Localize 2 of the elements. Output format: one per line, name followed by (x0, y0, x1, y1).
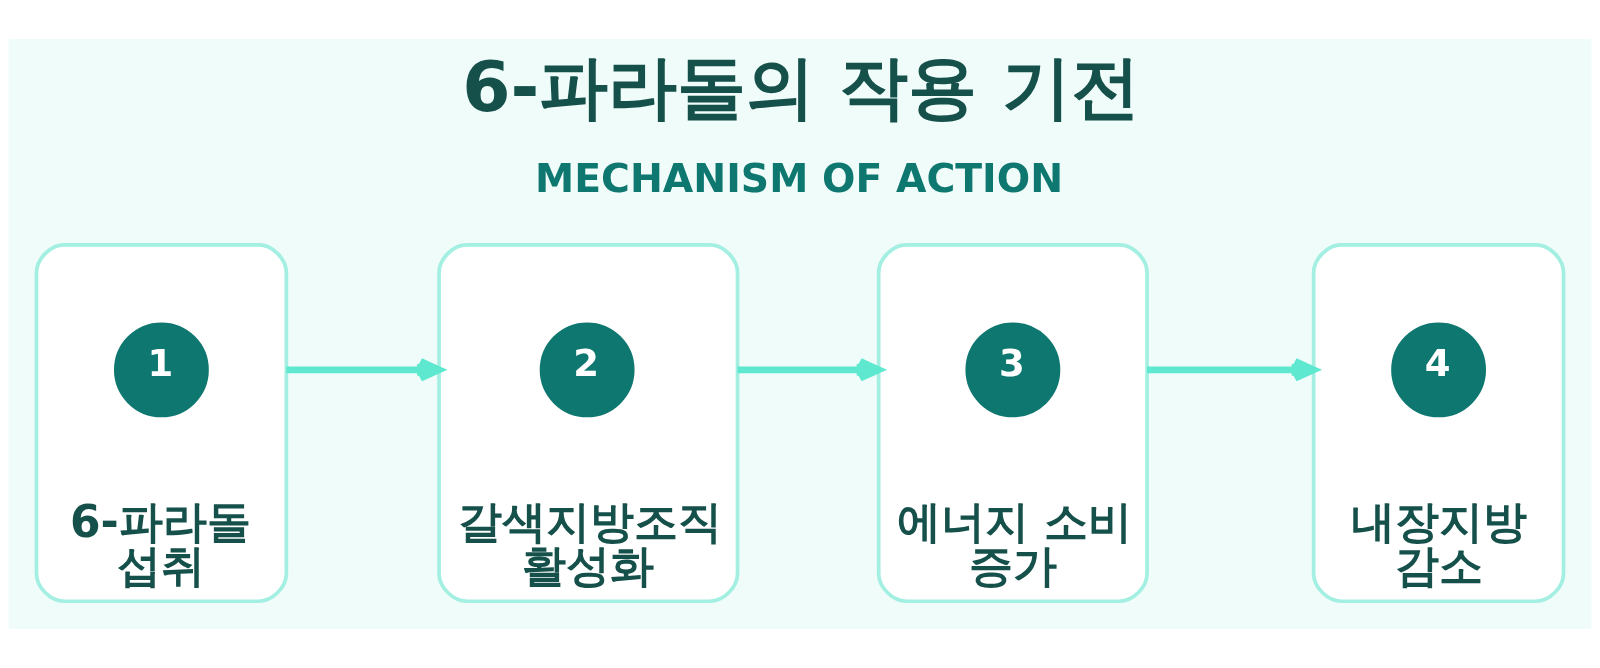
diagram-title: 6-파라돌의 작용 기전 (462, 46, 1140, 127)
label: MECHANISM OF ACTION (535, 154, 1064, 201)
